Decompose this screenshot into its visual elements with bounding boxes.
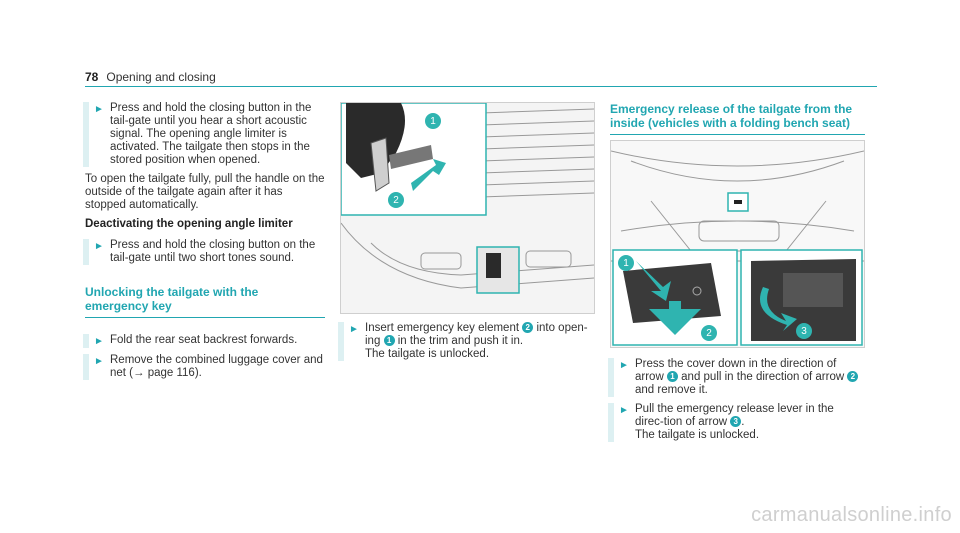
text-span: and remove it. [635, 384, 708, 396]
step-item: ► Insert emergency key element 2 into op… [338, 322, 595, 361]
subheading: Deactivating the opening angle limiter [85, 218, 293, 230]
callout-3: 3 [801, 326, 807, 337]
header-rule [85, 86, 877, 87]
step-bar [608, 358, 614, 397]
step-item: ► Press and hold the closing button on t… [83, 239, 325, 265]
step-bar [83, 334, 89, 348]
result-text: The tailgate is unlocked. [365, 348, 490, 360]
step-bar [83, 239, 89, 265]
step-item: ► Pull the emergency release lever in th… [608, 403, 865, 442]
column-1: ► Press and hold the closing button in t… [83, 102, 325, 386]
step-text: Insert emergency key element 2 into open… [359, 322, 595, 361]
page-number: 78 [85, 70, 99, 84]
step-arrow-icon: ► [94, 104, 104, 115]
step-item: ► Press and hold the closing button in t… [83, 102, 325, 167]
text-span: into open-ing [365, 322, 588, 347]
text-span: Insert emergency key element [365, 322, 523, 334]
section-rule [610, 134, 865, 135]
step-text: Fold the rear seat backrest forwards. [110, 334, 298, 346]
text-span: and pull in the direction of arrow [677, 371, 848, 383]
step-text: Press and hold the closing button on the… [110, 239, 316, 264]
page-header: 78 Opening and closing [85, 70, 216, 84]
section-heading: Emergency release of the tailgate from t… [610, 102, 853, 130]
step-arrow-icon: ► [94, 336, 104, 347]
step-arrow-icon: ► [94, 356, 104, 367]
callout-badge-icon: 3 [730, 416, 742, 428]
step-text: Press and hold the closing button in the… [110, 102, 312, 166]
callout-1: 1 [430, 116, 436, 127]
column-2: ► Insert emergency key element 2 into op… [338, 322, 595, 367]
step-arrow-icon: ► [619, 360, 629, 371]
callout-badge-icon: 1 [383, 335, 395, 347]
figure-emergency-key: 1 2 [340, 102, 595, 314]
callout-2: 2 [706, 328, 712, 339]
text-span: . [741, 416, 745, 428]
column-3: Emergency release of the tailgate from t… [610, 102, 865, 143]
section-heading: Unlocking the tailgate with the emergenc… [85, 285, 259, 313]
page-title: Opening and closing [106, 70, 216, 84]
step-arrow-icon: ► [94, 241, 104, 252]
text-span: Pull the emergency release lever in the … [635, 403, 834, 428]
step-bar [83, 102, 89, 167]
watermark: carmanualsonline.info [751, 504, 952, 526]
text-span: in the trim and push it in. [394, 335, 524, 347]
callout-1: 1 [623, 258, 629, 269]
callout-badge-icon: 2 [522, 322, 534, 334]
step-bar [83, 354, 89, 380]
step-text: Pull the emergency release lever in the … [629, 403, 865, 442]
step-item: ► Remove the combined luggage cover and … [83, 354, 325, 380]
figure-interior-release: 1 2 3 [610, 140, 865, 348]
step-bar [608, 403, 614, 442]
step-arrow-icon: ► [349, 324, 359, 335]
section-rule [85, 317, 325, 318]
step-text: Press the cover down in the direction of… [629, 358, 865, 397]
callout-badge-icon: 1 [666, 371, 678, 383]
step-text: Remove the combined luggage cover and ne… [110, 354, 323, 379]
text-span: Press the cover down in the direction of… [635, 358, 837, 383]
callout-badge-icon: 2 [847, 371, 859, 383]
result-text: The tailgate is unlocked. [635, 429, 760, 441]
column-3-steps: ► Press the cover down in the direction … [608, 358, 865, 448]
paragraph: To open the tailgate fully, pull the han… [85, 173, 325, 211]
step-bar [338, 322, 344, 361]
callout-2: 2 [393, 195, 399, 206]
step-item: ► Press the cover down in the direction … [608, 358, 865, 397]
step-arrow-icon: ► [619, 405, 629, 416]
step-item: ► Fold the rear seat backrest forwards. [83, 334, 325, 348]
